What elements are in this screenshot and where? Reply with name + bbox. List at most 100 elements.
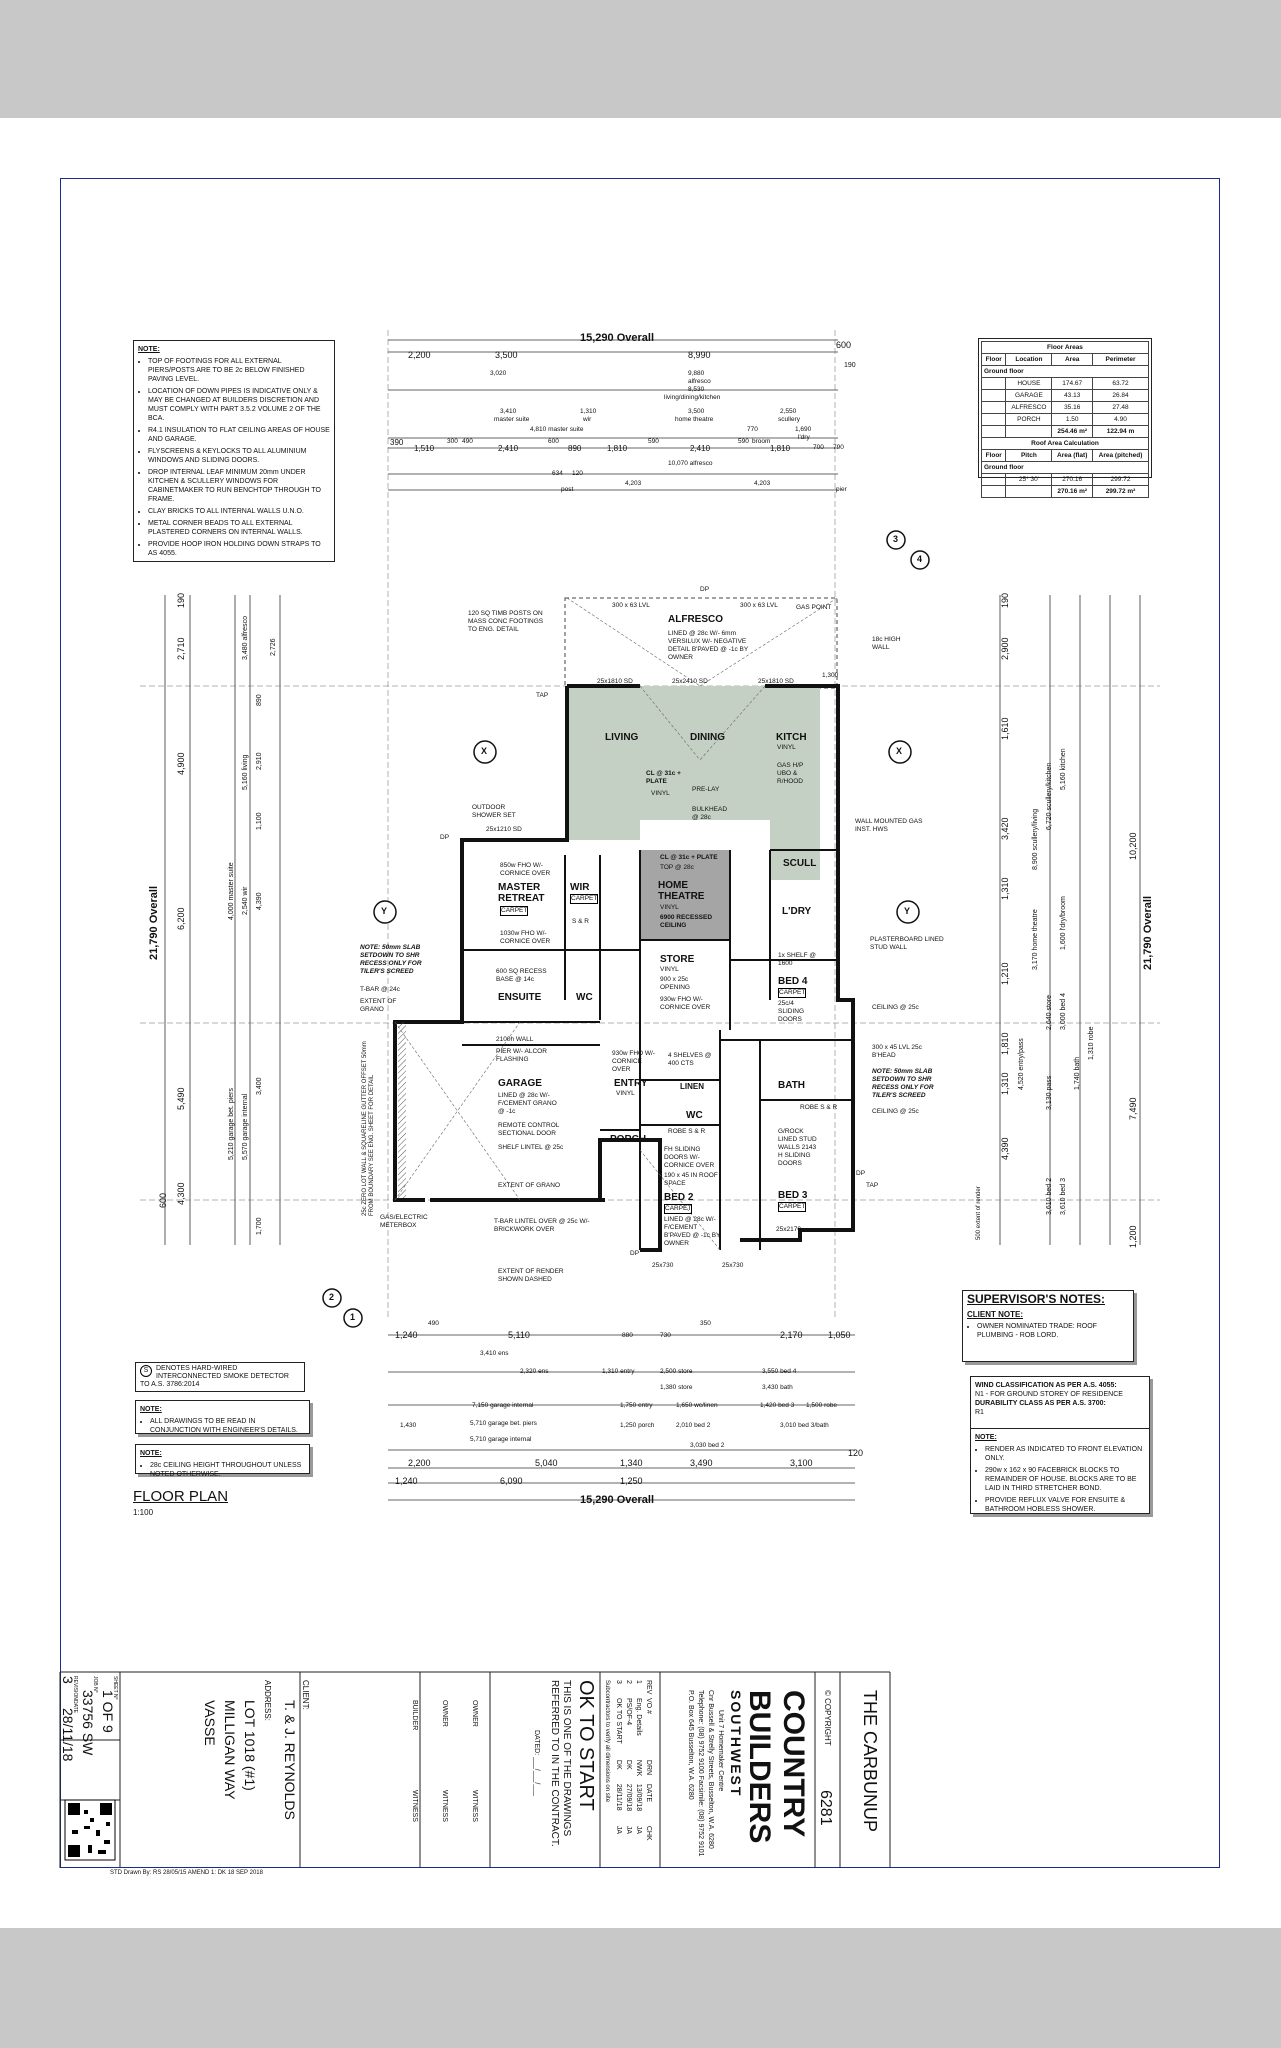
roof-total-pitched: 299.72 m²	[1092, 485, 1149, 498]
dim: living/dining/kitchen	[664, 394, 721, 401]
down-pipe: DP	[700, 586, 710, 593]
timber-posts-note: 120 SQ TIMB POSTS ON MASS CONC FOOTINGS …	[468, 610, 544, 633]
internal-walls	[462, 849, 853, 1250]
note-item: ALL DRAWINGS TO BE READ IN CONJUNCTION W…	[150, 1417, 305, 1435]
fho: 850w FHO W/- CORNICE OVER	[500, 862, 551, 877]
smoke-text: DENOTES HARD-WIRED INTERCONNECTED SMOKE …	[140, 1365, 289, 1388]
room-master: MASTER RETREAT	[498, 882, 545, 904]
ceiling-plate: CL @ 31c + PLATE	[660, 854, 718, 861]
subcontract-note: Subcontractors to verify all dimensions …	[604, 1680, 610, 1803]
room-bath: BATH	[778, 1080, 806, 1091]
room-scull: SCULL	[783, 858, 817, 869]
note-item: 28c CEILING HEIGHT THROUGHOUT UNLESS NOT…	[150, 1461, 305, 1479]
dim: 600	[548, 438, 559, 445]
dim: 890	[568, 444, 582, 453]
plasterboard-wall: PLASTERBOARD LINED STUD WALL	[870, 936, 944, 951]
wind-line: DURABILITY CLASS AS PER A.S. 3700:	[975, 1400, 1106, 1407]
rev-cell: PS/OF-4	[625, 1697, 632, 1726]
general-notes: NOTE: TOP OF FOOTINGS FOR ALL EXTERNAL P…	[133, 340, 335, 562]
dim: 1,430	[400, 1422, 417, 1429]
roof-total-flat: 270.16 m²	[1051, 485, 1094, 498]
high-wall: 18c HIGH WALL	[872, 636, 901, 651]
section-markers	[322, 530, 930, 1328]
rev-cell: 27/09/18	[625, 1783, 632, 1812]
job-number: 6281	[817, 1790, 834, 1826]
down-pipe: DP	[856, 1170, 866, 1177]
lvl-beam: 300 x 63 LVL	[740, 602, 778, 609]
ceiling-height: CEILING @ 25c	[872, 1004, 919, 1011]
lvl-beam: 300 x 45 LVL 25c B'HEAD	[872, 1044, 922, 1059]
pier-flashing: PIER W/- ALCOR FLASHING	[496, 1048, 547, 1063]
supervisor-notes: SUPERVISOR'S NOTES: CLIENT NOTE: OWNER N…	[962, 1290, 1134, 1362]
sliding-door: 25x2170	[776, 1226, 801, 1233]
revision-number: 3	[60, 1676, 76, 1684]
section-y-right: Y	[904, 906, 911, 916]
dim: 5,710 garage bet. piers	[470, 1420, 537, 1427]
address-label: ADDRESS:	[263, 1680, 272, 1721]
garage-lining: LINED @ 28c W/- F/CEMENT GRANO @ -1c	[498, 1092, 557, 1115]
dim: 390	[390, 438, 404, 447]
ceiling-plate: CL @ 31c + PLATE	[646, 770, 681, 785]
wall-height: 2100h WALL	[496, 1036, 534, 1043]
col-perimeter: Perimeter	[1092, 353, 1149, 366]
bed4-doors: 25c/4 SLIDING DOORS	[778, 1000, 805, 1023]
dim: 2,550	[780, 408, 797, 415]
copyright: © COPYRIGHT	[823, 1690, 832, 1746]
gas-point: GAS POINT	[796, 604, 832, 611]
dim: 3,100	[790, 1458, 813, 1468]
bed2-lining: LINED @ 28c W/- F/CEMENT B'PAVED @ -1c B…	[664, 1216, 721, 1247]
stud-walls: G/ROCK LINED STUD WALLS 2143 H SLIDING D…	[778, 1128, 817, 1167]
rev-cell: 28/11/18	[615, 1783, 622, 1811]
slab-note: NOTE: 50mm SLAB SETDOWN TO SHR RECESS ON…	[872, 1068, 934, 1099]
bulkhead: BULKHEAD @ 28c	[692, 806, 728, 821]
carpet: CARPET	[664, 1204, 693, 1214]
rev-cell: 3	[615, 1680, 622, 1684]
remote-door: REMOTE CONTROL SECTIONAL DOOR	[498, 1122, 560, 1137]
room-ensuite: ENSUITE	[498, 992, 542, 1003]
dim: 1,420 bed 3	[760, 1402, 795, 1409]
top-overall-dim: 15,290 Overall	[580, 332, 655, 344]
note-item: R4.1 INSULATION TO FLAT CEILING AREAS OF…	[148, 426, 330, 444]
fho: 930w FHO W/- CORNICE OVER	[660, 996, 711, 1011]
client-note-heading: CLIENT NOTE:	[967, 1310, 1023, 1319]
dim: 3,500	[688, 408, 705, 415]
room-porch: PORCH	[610, 1134, 647, 1145]
dim: 3,550 bed 4	[762, 1368, 797, 1375]
room-store: STORE	[660, 954, 695, 965]
notes-list: TOP OF FOOTINGS FOR ALL EXTERNAL PIERS/P…	[138, 357, 330, 558]
room-wir: WIR	[570, 882, 590, 893]
recess-base: 600 SQ RECESS BASE @ 14c	[496, 968, 547, 983]
rev-cell: JA	[615, 1825, 622, 1834]
dim: 600	[836, 340, 852, 350]
wind-classification: WIND CLASSIFICATION AS PER A.S. 4055: N1…	[970, 1376, 1150, 1430]
room-entry: ENTRY	[614, 1078, 648, 1089]
rev-col: DRN	[645, 1759, 652, 1776]
section-4: 4	[917, 554, 923, 564]
smoke-symbol: S	[140, 1365, 152, 1377]
rev-row: 2 PS/OF-4 DK 27/09/18 JA	[625, 1680, 632, 1846]
store-opening: 900 x 25c OPENING	[660, 976, 690, 991]
address-street: MILLIGAN WAY	[222, 1700, 238, 1800]
company-country: COUNTRY	[777, 1690, 810, 1838]
rev-cell: NWK	[635, 1759, 642, 1777]
rev-cell: 2	[625, 1680, 632, 1684]
sliding-door: 25x1810 SD	[758, 678, 794, 685]
dim: 3,010 bed 3/bath	[780, 1422, 829, 1429]
dim: 1,500 robe	[806, 1402, 838, 1409]
tap: TAP	[866, 1182, 879, 1189]
sliding-door: 25x730	[722, 1262, 744, 1269]
lvl-beam: 300 x 63 LVL	[612, 602, 650, 609]
rev-cell: JA	[625, 1825, 632, 1834]
vinyl: VINYL	[660, 904, 679, 911]
dim: 1,240	[395, 1476, 418, 1486]
owner-label: OWNER	[441, 1700, 448, 1727]
dim: 190	[844, 362, 856, 369]
smoke-legend: S DENOTES HARD-WIRED INTERCONNECTED SMOK…	[135, 1362, 305, 1392]
note-item: PROVIDE REFLUX VALVE FOR ENSUITE & BATHR…	[985, 1496, 1145, 1514]
qr-pattern	[68, 1803, 112, 1857]
boundary-wall	[398, 1022, 406, 1198]
dim: 2,200	[408, 1458, 431, 1468]
dim: 10,070 alfresco	[668, 460, 713, 467]
dim: 5,110	[508, 1330, 530, 1340]
rev-row: 1 Eng. Details NWK 13/09/18 JA	[635, 1680, 642, 1846]
